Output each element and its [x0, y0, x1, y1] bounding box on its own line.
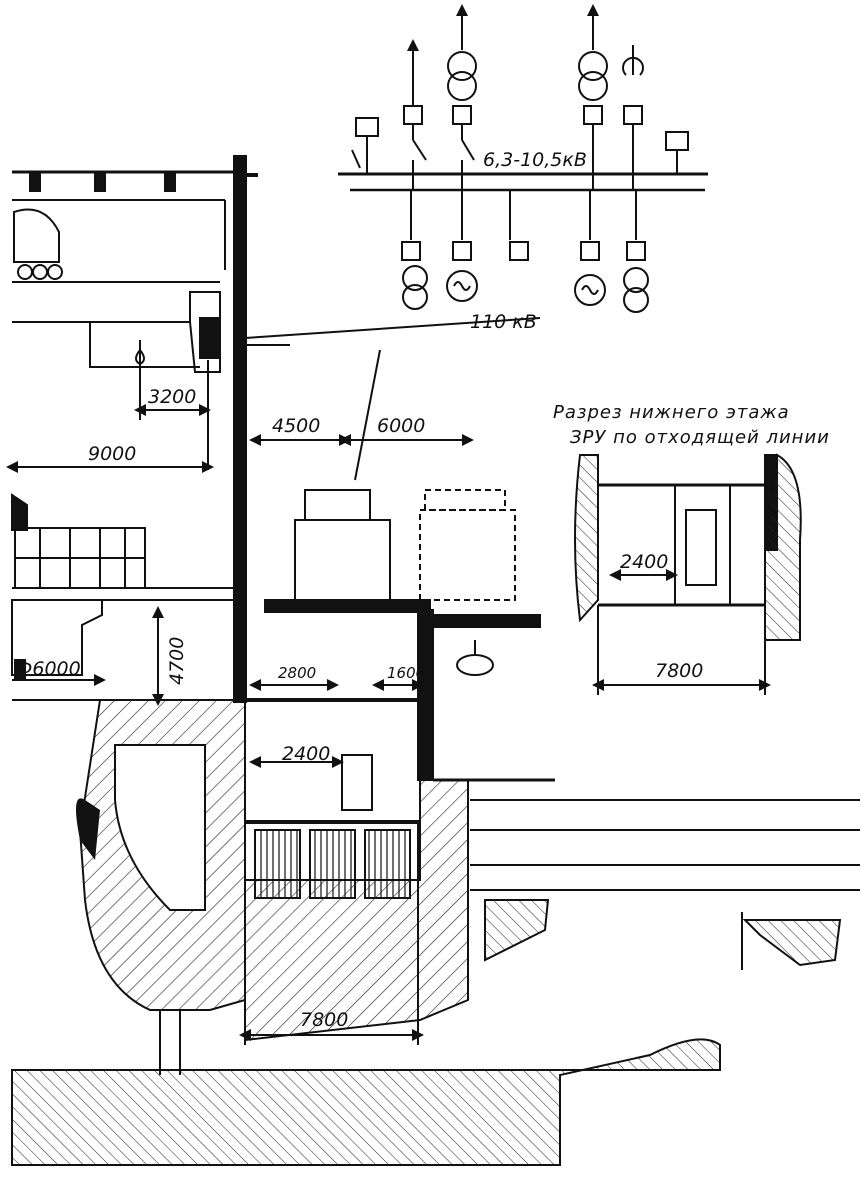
section-caption-line1: Разрез нижнего этажа — [553, 402, 790, 423]
dim-2800: 2800 — [278, 664, 316, 682]
feeder-lower-2 — [623, 190, 649, 313]
dim-2400-main: 2400 — [282, 743, 330, 765]
generator-1 — [446, 190, 478, 302]
label-busbar-voltage: 6,3-10,5кВ — [483, 149, 587, 171]
dim-1600: 1600 — [387, 664, 425, 682]
dim-9000: 9000 — [88, 443, 136, 465]
dim-7800-section: 7800 — [655, 660, 703, 682]
tailrace-wall — [484, 899, 550, 962]
feeder-line-1 — [351, 39, 427, 190]
dim-7800-main: 7800 — [300, 1009, 348, 1031]
machine-hall — [6, 170, 245, 706]
dim-4700: 4700 — [166, 637, 188, 685]
dim-6000: 6000 — [377, 415, 425, 437]
dim-diameter-6000: Ф6000 — [16, 658, 81, 680]
feeder-lower-1 — [401, 190, 428, 310]
foundation — [11, 1038, 721, 1166]
line-110kv — [244, 317, 541, 339]
feeder-line-2 — [622, 45, 689, 190]
main-wall — [233, 155, 247, 703]
draft-tube-void — [114, 744, 206, 911]
feeder-transformer-up-2 — [578, 3, 608, 190]
intake-concrete — [742, 919, 842, 967]
single-line-scheme — [240, 3, 708, 346]
label-line-voltage: 110 кВ — [470, 311, 537, 333]
feeder-transformer-up-1 — [447, 3, 477, 190]
dim-4500: 4500 — [272, 415, 320, 437]
tailrace-concrete — [244, 779, 469, 1042]
auxiliary-1 — [509, 190, 529, 261]
dim-2400-section: 2400 — [620, 551, 668, 573]
generator-2 — [574, 190, 606, 306]
waterline-lines — [159, 799, 860, 1075]
lower-floor-section — [574, 453, 802, 695]
section-caption-line2: ЗРУ по отходящей линии — [570, 427, 830, 448]
dim-3200: 3200 — [148, 386, 196, 408]
